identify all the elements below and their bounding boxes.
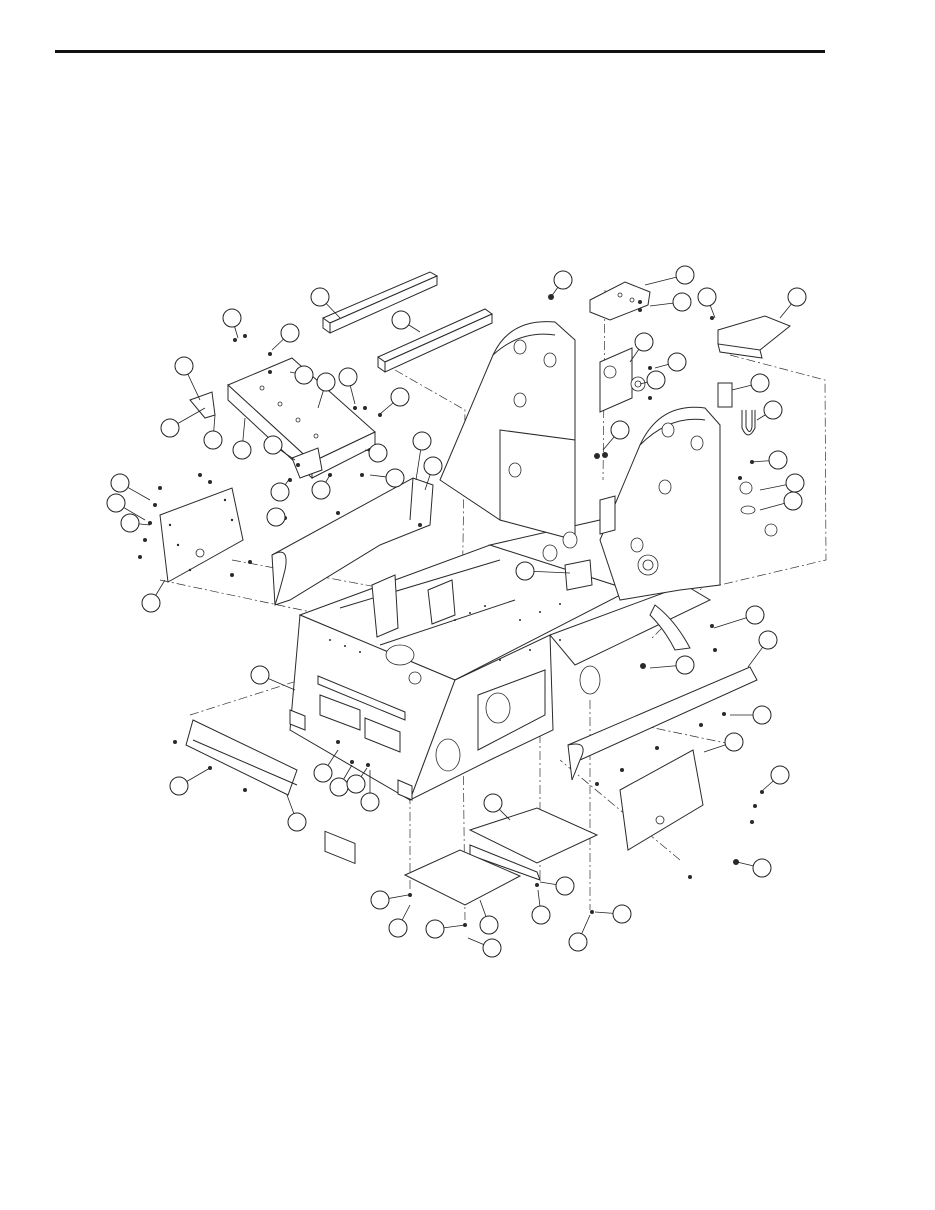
callout-bubble: [287, 812, 307, 832]
callout-bubble: [568, 932, 588, 952]
callout-bubble: [672, 292, 692, 312]
callout-bubble: [423, 456, 443, 476]
callout-bubble: [787, 287, 807, 307]
callout-bubble: [783, 491, 803, 511]
bottom-cover-plate-lower: [403, 849, 522, 906]
callout-bubble: [612, 904, 632, 924]
callout-bubble: [316, 372, 336, 392]
callout-bubble: [388, 918, 408, 938]
fasteners: [138, 294, 764, 927]
callout-bubble: [294, 365, 314, 385]
callout-bubble: [667, 352, 687, 372]
callout-bubble: [750, 373, 770, 393]
callout-bubble: [745, 605, 765, 625]
callout-bubble: [311, 480, 331, 500]
top-channel-rail-2: [377, 308, 493, 373]
fitting-assembly: [739, 481, 778, 537]
callout-bubble: [610, 420, 630, 440]
callout-bubble: [763, 400, 783, 420]
top-channel-rail-1: [321, 271, 439, 334]
callout-bubble: [368, 443, 388, 463]
callout-bubble: [329, 777, 349, 797]
callout-bubble: [555, 876, 575, 896]
callout-bubble: [120, 513, 140, 533]
main-tub: [289, 519, 712, 865]
callout-bubble: [675, 655, 695, 675]
callout-bubble: [110, 473, 130, 493]
callout-bubble: [174, 356, 194, 376]
left-upright-tower: [439, 321, 593, 591]
callout-bubble: [338, 367, 358, 387]
callout-bubble: [250, 665, 270, 685]
callout-bubble: [391, 310, 411, 330]
callout-bubble: [479, 915, 499, 935]
callout-bubble: [553, 270, 573, 290]
callout-bubble: [270, 482, 290, 502]
callout-bubble: [646, 370, 666, 390]
callout-bubble: [346, 774, 366, 794]
callout-bubble: [697, 287, 717, 307]
callout-bubble: [232, 440, 252, 460]
callout-bubble: [310, 287, 330, 307]
front-deflector-plate: [185, 719, 298, 796]
callout-bubble: [390, 387, 410, 407]
callout-bubble: [724, 732, 744, 752]
callout-bubbles: [106, 265, 807, 958]
spacer-tube: [717, 382, 733, 408]
pivot-plate: [599, 347, 646, 413]
callout-bubble: [531, 905, 551, 925]
callout-bubble: [263, 435, 283, 455]
cross-member-bracket: [189, 357, 376, 480]
callout-bubble: [141, 593, 161, 613]
callout-bubble: [160, 418, 180, 438]
callout-bubble: [412, 431, 432, 451]
callout-bubble: [482, 938, 502, 958]
callout-bubble: [752, 858, 772, 878]
callout-bubble: [385, 468, 405, 488]
callout-bubble: [360, 792, 380, 812]
callout-bubble: [758, 630, 778, 650]
callout-bubble: [675, 265, 695, 285]
right-fender: [567, 666, 758, 781]
callout-bubble: [106, 493, 126, 513]
callout-bubble: [770, 765, 790, 785]
callout-bubble: [634, 332, 654, 352]
callout-bubble: [370, 890, 390, 910]
header-rule: [55, 50, 825, 53]
upper-right-bracket: [589, 281, 651, 321]
bottom-cover-plate-upper: [468, 807, 599, 881]
callout-bubble: [785, 473, 805, 493]
rear-mount-plate: [717, 315, 791, 359]
callout-bubble: [515, 561, 535, 581]
callout-bubble: [222, 308, 242, 328]
callout-bubble: [266, 507, 286, 527]
left-side-plate: [159, 487, 244, 583]
callout-bubble: [483, 793, 503, 813]
callout-bubble: [313, 763, 333, 783]
right-upright-tower: [599, 406, 721, 651]
callout-bubble: [169, 776, 189, 796]
callout-bubble: [768, 450, 788, 470]
callout-bubble: [752, 705, 772, 725]
callout-bubble: [280, 323, 300, 343]
callout-bubble: [203, 430, 223, 450]
right-side-plate: [619, 749, 704, 851]
callout-bubble: [425, 919, 445, 939]
u-bolt: [741, 410, 756, 436]
